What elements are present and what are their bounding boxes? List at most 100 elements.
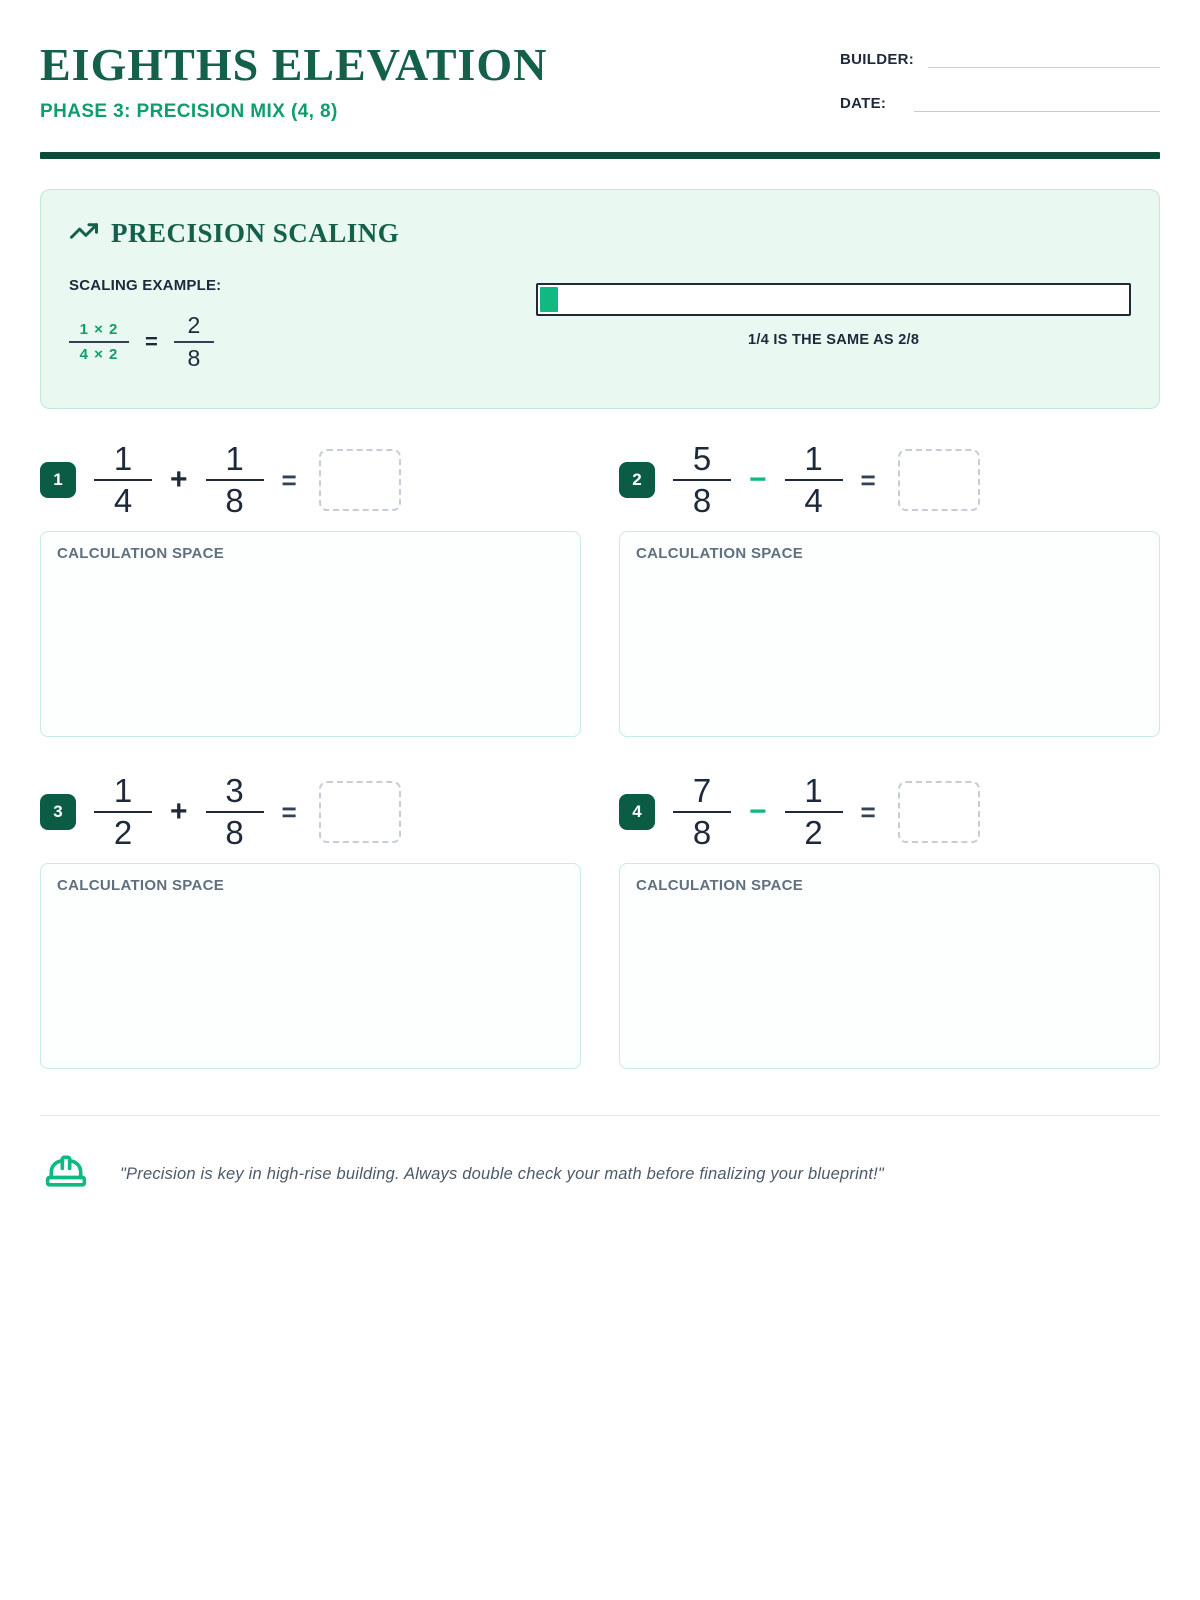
fraction-scale-bar	[536, 283, 1131, 316]
date-label: DATE:	[840, 95, 887, 112]
fraction-second: 3 8	[205, 771, 264, 853]
problem-number-badge: 2	[619, 462, 655, 498]
example-result-denominator: 8	[187, 345, 201, 371]
fraction-bar	[784, 479, 843, 481]
fraction-denominator: 4	[804, 482, 823, 519]
fraction-denominator: 2	[113, 814, 133, 851]
fraction-numerator: 1	[804, 772, 823, 810]
problem-number-badge: 1	[40, 462, 76, 498]
scale-bar-caption: 1/4 IS THE SAME AS 2/8	[748, 332, 920, 348]
problems-grid: 1 1 4 + 1 8 = CALCULATION SPACE	[40, 439, 1160, 1069]
operator-minus: −	[749, 795, 767, 828]
calculation-space[interactable]: CALCULATION SPACE	[619, 863, 1160, 1069]
fraction-denominator: 8	[692, 814, 712, 851]
calculation-space-label: CALCULATION SPACE	[57, 545, 225, 562]
builder-input-line[interactable]	[928, 50, 1160, 68]
equals-sign: =	[860, 796, 876, 827]
builder-field-row: BUILDER:	[840, 50, 1160, 68]
scale-bar-fill	[540, 287, 558, 312]
equals-sign: =	[281, 796, 297, 827]
operator-plus: +	[170, 463, 188, 496]
fraction-numerator: 1	[113, 772, 133, 810]
fraction-bar	[673, 479, 731, 481]
builder-label: BUILDER:	[840, 51, 915, 68]
page-title: EIGHTHS ELEVATION	[40, 39, 548, 90]
problem-2-equation: 2 5 8 − 1 4 =	[619, 439, 1160, 521]
header: EIGHTHS ELEVATION PHASE 3: PRECISION MIX…	[40, 38, 1160, 138]
scaling-visual: 1/4 IS THE SAME AS 2/8	[536, 277, 1131, 374]
fraction-first: 1 4	[94, 439, 152, 521]
fraction-second: 1 2	[784, 771, 843, 853]
example-result-fraction: 2 8	[173, 310, 214, 374]
problem-3-equation: 3 1 2 + 3 8 =	[40, 771, 581, 853]
answer-box[interactable]	[897, 449, 980, 511]
scaling-example-equation: 1 × 2 4 × 2 = 2 8	[69, 310, 536, 374]
problem-4: 4 7 8 − 1 2 = CALCULATION SPACE	[619, 771, 1160, 1069]
fraction-numerator: 1	[804, 440, 823, 478]
trending-up-icon	[69, 216, 99, 251]
fraction-bar	[784, 811, 843, 813]
calculation-space-label: CALCULATION SPACE	[57, 877, 225, 894]
fraction-second: 1 8	[205, 439, 264, 521]
panel-body: SCALING EXAMPLE: 1 × 2 4 × 2 = 2 8	[69, 277, 1131, 374]
page-subtitle: PHASE 3: PRECISION MIX (4, 8)	[40, 101, 338, 122]
header-divider-rule	[40, 152, 1160, 159]
fraction-denominator: 4	[113, 482, 133, 519]
problem-3: 3 1 2 + 3 8 = CALCULATION SPACE	[40, 771, 581, 1069]
calculation-space-label: CALCULATION SPACE	[636, 545, 804, 562]
answer-box[interactable]	[897, 781, 980, 843]
fraction-denominator: 2	[804, 814, 823, 851]
fraction-first: 1 2	[94, 771, 152, 853]
panel-heading-text: PRECISION SCALING	[111, 218, 400, 248]
fraction-bar	[205, 479, 264, 481]
panel-heading: PRECISION SCALING	[69, 216, 1131, 251]
fraction-denominator: 8	[225, 482, 244, 519]
fraction-first: 7 8	[673, 771, 731, 853]
fraction-bar	[173, 341, 214, 343]
example-equals-sign: =	[145, 329, 158, 354]
fraction-second: 1 4	[784, 439, 843, 521]
example-result-numerator: 2	[187, 312, 201, 338]
fraction-denominator: 8	[225, 814, 244, 851]
calculation-space[interactable]: CALCULATION SPACE	[40, 531, 581, 737]
header-titles: EIGHTHS ELEVATION PHASE 3: PRECISION MIX…	[40, 38, 547, 123]
fraction-numerator: 1	[225, 440, 244, 478]
fraction-bar	[94, 479, 152, 481]
problem-1-equation: 1 1 4 + 1 8 =	[40, 439, 581, 521]
equals-sign: =	[281, 464, 297, 495]
example-numerator-expr: 1 × 2	[79, 321, 119, 338]
fraction-numerator: 7	[692, 772, 712, 810]
calculation-space[interactable]: CALCULATION SPACE	[40, 863, 581, 1069]
date-field-row: DATE:	[840, 94, 1160, 112]
footer-quote: "Precision is key in high-rise building.…	[120, 1165, 884, 1183]
operator-minus: −	[749, 463, 767, 496]
fraction-bar	[205, 811, 264, 813]
example-scaled-fraction: 1 × 2 4 × 2	[69, 318, 129, 366]
fraction-numerator: 3	[225, 772, 244, 810]
example-denominator-expr: 4 × 2	[79, 346, 119, 363]
hard-hat-icon	[44, 1150, 88, 1199]
header-fields: BUILDER: DATE:	[840, 38, 1160, 138]
fraction-numerator: 1	[113, 440, 133, 478]
fraction-bar	[673, 811, 731, 813]
footer: "Precision is key in high-rise building.…	[40, 1150, 1160, 1199]
problem-4-equation: 4 7 8 − 1 2 =	[619, 771, 1160, 853]
operator-plus: +	[170, 795, 188, 828]
fraction-bar	[69, 341, 129, 343]
calculation-space-label: CALCULATION SPACE	[636, 877, 804, 894]
answer-box[interactable]	[318, 449, 401, 511]
answer-box[interactable]	[318, 781, 401, 843]
fraction-first: 5 8	[673, 439, 731, 521]
problem-2: 2 5 8 − 1 4 = CALCULATION SPACE	[619, 439, 1160, 737]
equals-sign: =	[860, 464, 876, 495]
calculation-space[interactable]: CALCULATION SPACE	[619, 531, 1160, 737]
date-input-line[interactable]	[914, 94, 1160, 112]
fraction-numerator: 5	[692, 440, 712, 478]
problem-number-badge: 4	[619, 794, 655, 830]
fraction-denominator: 8	[692, 482, 712, 519]
fraction-bar	[94, 811, 152, 813]
scaling-example-label: SCALING EXAMPLE:	[69, 277, 222, 294]
footer-divider	[40, 1115, 1160, 1116]
problem-number-badge: 3	[40, 794, 76, 830]
